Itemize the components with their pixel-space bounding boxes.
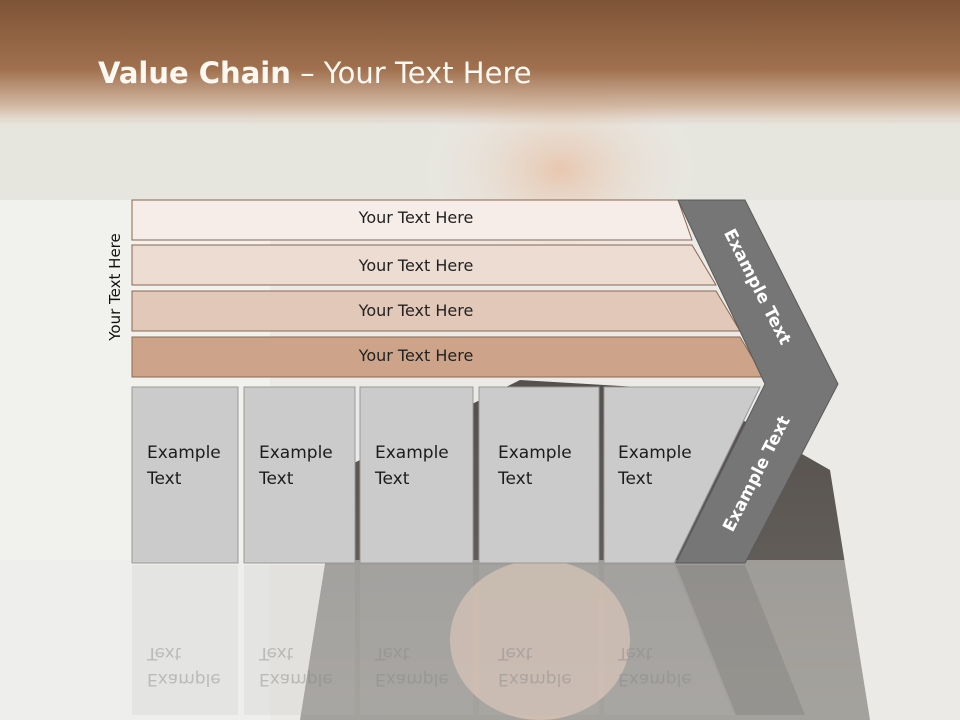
reflection-line2: Text <box>375 643 410 663</box>
column-text-5-line1: Example <box>618 443 692 463</box>
row-label-3: Your Text Here <box>358 301 474 320</box>
reflection-line2: Text <box>498 643 533 663</box>
column-text-3-line1: Example <box>375 443 449 463</box>
column-text-2-line1: Example <box>259 443 333 463</box>
row-band-2[interactable] <box>131 244 717 286</box>
column-box-1[interactable] <box>131 386 239 564</box>
column-box-5[interactable] <box>603 386 761 564</box>
column-text-1-line1: Example <box>147 443 221 463</box>
reflection-line1: Example <box>259 669 333 689</box>
reflection-line1: Example <box>147 669 221 689</box>
column-text-3-line2: Text <box>375 469 410 489</box>
reflection-line2: Text <box>259 643 294 663</box>
reflection-line2: Text <box>618 643 653 663</box>
title-bar <box>0 0 960 125</box>
column-text-4-line1: Example <box>498 443 572 463</box>
slide-title: Value Chain – Your Text Here <box>98 56 532 90</box>
diagram-reflection <box>132 565 805 715</box>
reflection-line1: Example <box>498 669 572 689</box>
title-bold: Value Chain <box>98 56 291 90</box>
column-text-1-reflection: Example Text <box>147 640 221 692</box>
row-label-2: Your Text Here <box>358 256 474 275</box>
title-rest: – Your Text Here <box>290 56 532 90</box>
column-text-4-line2: Text <box>498 469 533 489</box>
column-text-5-reflection: Example Text <box>618 640 692 692</box>
column-text-3-reflection: Example Text <box>375 640 449 692</box>
column-box-2[interactable] <box>243 386 356 564</box>
column-box-3[interactable] <box>359 386 474 564</box>
column-text-2-reflection: Example Text <box>259 640 333 692</box>
row-label-1: Your Text Here <box>358 208 474 227</box>
column-text-2-line2: Text <box>259 469 294 489</box>
reflection-line2: Text <box>147 643 182 663</box>
reflection-line1: Example <box>618 669 692 689</box>
reflection-line1: Example <box>375 669 449 689</box>
chevron-arrow[interactable] <box>675 199 839 564</box>
row-band-1[interactable] <box>131 199 693 241</box>
column-text-5-line2: Text <box>618 469 653 489</box>
column-box-4[interactable] <box>478 386 600 564</box>
column-text-1-line2: Text <box>147 469 182 489</box>
column-text-4-reflection: Example Text <box>498 640 572 692</box>
row-label-4: Your Text Here <box>358 346 474 365</box>
